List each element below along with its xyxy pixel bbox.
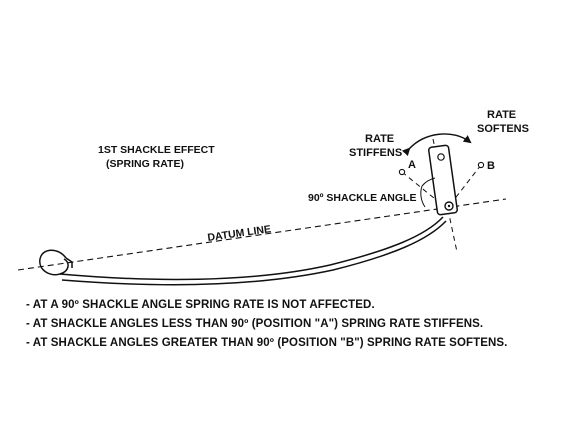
position-b-marker (477, 161, 485, 169)
rate-stiffens-line-1: RATE (365, 133, 394, 145)
position-b-label: B (487, 160, 495, 172)
position-a-label: A (408, 159, 416, 171)
position-b-line (452, 164, 482, 202)
rotation-arrow (401, 133, 472, 157)
notes-list: - AT A 90º SHACKLE ANGLE SPRING RATE IS … (26, 296, 507, 353)
position-a-line (401, 171, 441, 204)
note-item: - AT A 90º SHACKLE ANGLE SPRING RATE IS … (26, 299, 375, 311)
rate-softens-line-1: RATE (487, 109, 516, 121)
position-a-marker (398, 168, 406, 176)
note-item: - AT SHACKLE ANGLES GREATER THAN 90º (PO… (26, 337, 508, 349)
shackle-angle-label: 90º SHACKLE ANGLE (308, 192, 416, 204)
datum-line (17, 198, 507, 271)
title-line-1: 1ST SHACKLE EFFECT (98, 144, 215, 156)
title-line-2: (SPRING RATE) (106, 158, 184, 170)
rate-stiffens-line-2: STIFFENS (349, 147, 402, 159)
datum-line-label: DATUM LINE (207, 223, 272, 244)
shackle (428, 144, 458, 216)
note-item: - AT SHACKLE ANGLES LESS THAN 90º (POSIT… (26, 318, 484, 330)
rate-softens-line-2: SOFTENS (477, 123, 529, 135)
leaf-spring (39, 216, 447, 286)
shackle-angle-arc (421, 177, 436, 187)
